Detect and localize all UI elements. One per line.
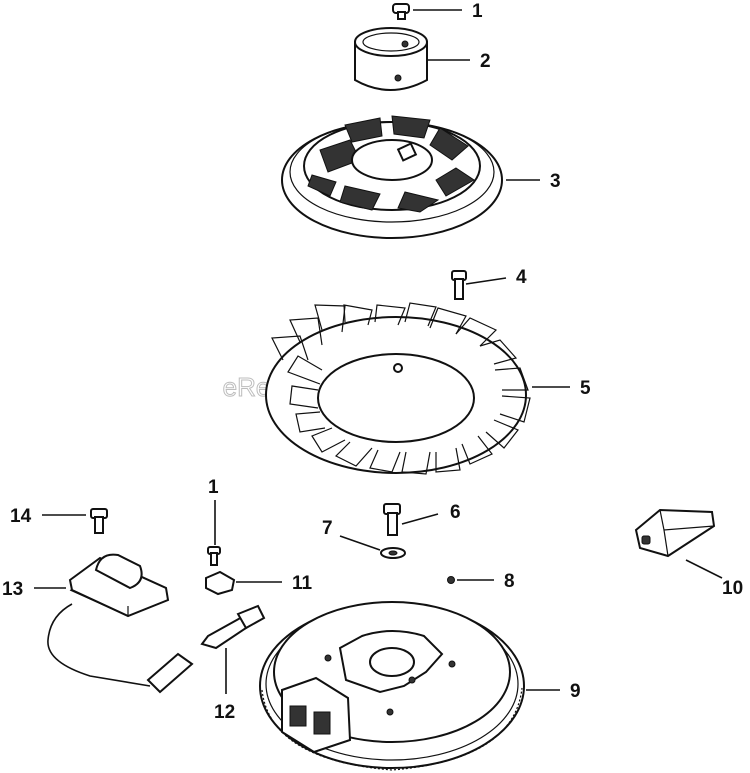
callout-1b: 1 (208, 477, 219, 498)
part-8-key (447, 576, 455, 584)
callout-6: 6 (450, 502, 461, 523)
callout-7: 7 (322, 518, 333, 539)
part-2-sleeve (354, 27, 428, 91)
callout-2: 2 (480, 51, 491, 72)
callout-12: 12 (214, 702, 235, 723)
part-7-washer (380, 547, 406, 559)
callout-11: 11 (292, 573, 313, 594)
part-9-flywheel (259, 601, 525, 771)
part-4-screw (451, 270, 467, 300)
part-3-screen (281, 115, 503, 239)
part-6-bolt (383, 503, 401, 536)
callout-14: 14 (10, 506, 32, 527)
leader-lines (34, 9, 723, 694)
callout-5: 5 (580, 378, 591, 399)
part-12-connector (200, 604, 266, 650)
part-5-fan (265, 302, 531, 475)
part-11-clip (205, 570, 236, 596)
part-13-module (47, 553, 194, 694)
callout-8: 8 (504, 571, 515, 592)
callout-3: 3 (550, 171, 561, 192)
callout-1: 1 (472, 1, 483, 22)
part-10-plug (634, 508, 716, 558)
part-1-screw (392, 3, 410, 20)
callout-13: 13 (2, 579, 23, 600)
part-1b-screw (207, 546, 221, 566)
callout-9: 9 (570, 681, 581, 702)
part-14-screw (90, 508, 108, 534)
callout-4: 4 (516, 267, 527, 288)
callout-10: 10 (722, 578, 743, 599)
